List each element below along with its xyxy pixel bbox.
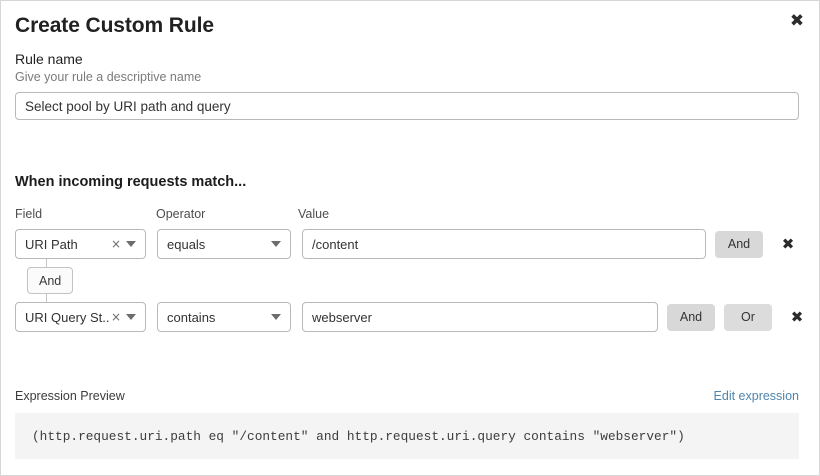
rule-name-section: Rule name Give your rule a descriptive n… [15, 51, 799, 120]
field-select-value-row-2: URI Query St... [25, 309, 109, 325]
close-icon: ✖ [789, 10, 805, 31]
delete-condition-button-row-2[interactable]: ✖ [785, 305, 809, 329]
condition-connector: And [15, 259, 155, 302]
and-button-row-1[interactable]: And [715, 230, 763, 258]
operator-select-value-row-1: equals [167, 236, 206, 252]
value-input-row-1[interactable] [302, 229, 706, 259]
chevron-down-icon [271, 241, 281, 247]
chevron-down-icon [126, 241, 136, 247]
expression-preview-label: Expression Preview [15, 389, 125, 403]
connector-line-bottom [46, 294, 47, 302]
clear-icon[interactable]: × [110, 310, 121, 324]
value-input-row-2[interactable] [302, 302, 658, 332]
column-header-operator: Operator [156, 207, 206, 221]
delete-icon: ✖ [781, 234, 795, 253]
clear-icon[interactable]: × [110, 237, 121, 251]
delete-icon: ✖ [790, 307, 804, 326]
column-header-value: Value [298, 207, 330, 221]
or-button-row-2[interactable]: Or [724, 303, 772, 331]
delete-condition-button-row-1[interactable]: ✖ [776, 232, 800, 256]
connector-logic-badge[interactable]: And [27, 267, 74, 294]
expression-preview-code: (http.request.uri.path eq "/content" and… [15, 413, 799, 459]
match-section-heading: When incoming requests match... [15, 174, 247, 190]
chevron-down-icon [271, 314, 281, 320]
rule-name-help-text: Give your rule a descriptive name [15, 70, 202, 84]
expression-preview-section: Expression Preview Edit expression (http… [15, 389, 799, 459]
field-select-row-1[interactable]: URI Path × [15, 229, 146, 259]
expression-preview-header: Expression Preview Edit expression [15, 389, 799, 403]
rule-name-label: Rule name [15, 51, 83, 67]
field-select-row-2[interactable]: URI Query St... × [15, 302, 146, 332]
and-button-row-2[interactable]: And [667, 303, 715, 331]
connector-line-top [46, 259, 47, 267]
condition-column-headers: Field Operator Value [15, 207, 799, 223]
operator-select-value-row-2: contains [167, 309, 216, 325]
edit-expression-link[interactable]: Edit expression [713, 389, 799, 403]
condition-row: URI Path × equals And ✖ And [15, 229, 805, 302]
condition-row: URI Query St... × contains And Or ✖ [15, 302, 805, 332]
chevron-down-icon [126, 314, 136, 320]
dialog-header: Create Custom Rule [15, 9, 214, 43]
rule-name-input[interactable] [15, 92, 799, 120]
close-dialog-button[interactable]: ✖ [783, 7, 811, 35]
column-header-field: Field [15, 207, 43, 221]
field-select-value-row-1: URI Path [25, 236, 78, 252]
operator-select-row-1[interactable]: equals [157, 229, 291, 259]
conditions-list: URI Path × equals And ✖ And URI Query [15, 229, 805, 332]
operator-select-row-2[interactable]: contains [157, 302, 291, 332]
page-title: Create Custom Rule [15, 14, 214, 37]
